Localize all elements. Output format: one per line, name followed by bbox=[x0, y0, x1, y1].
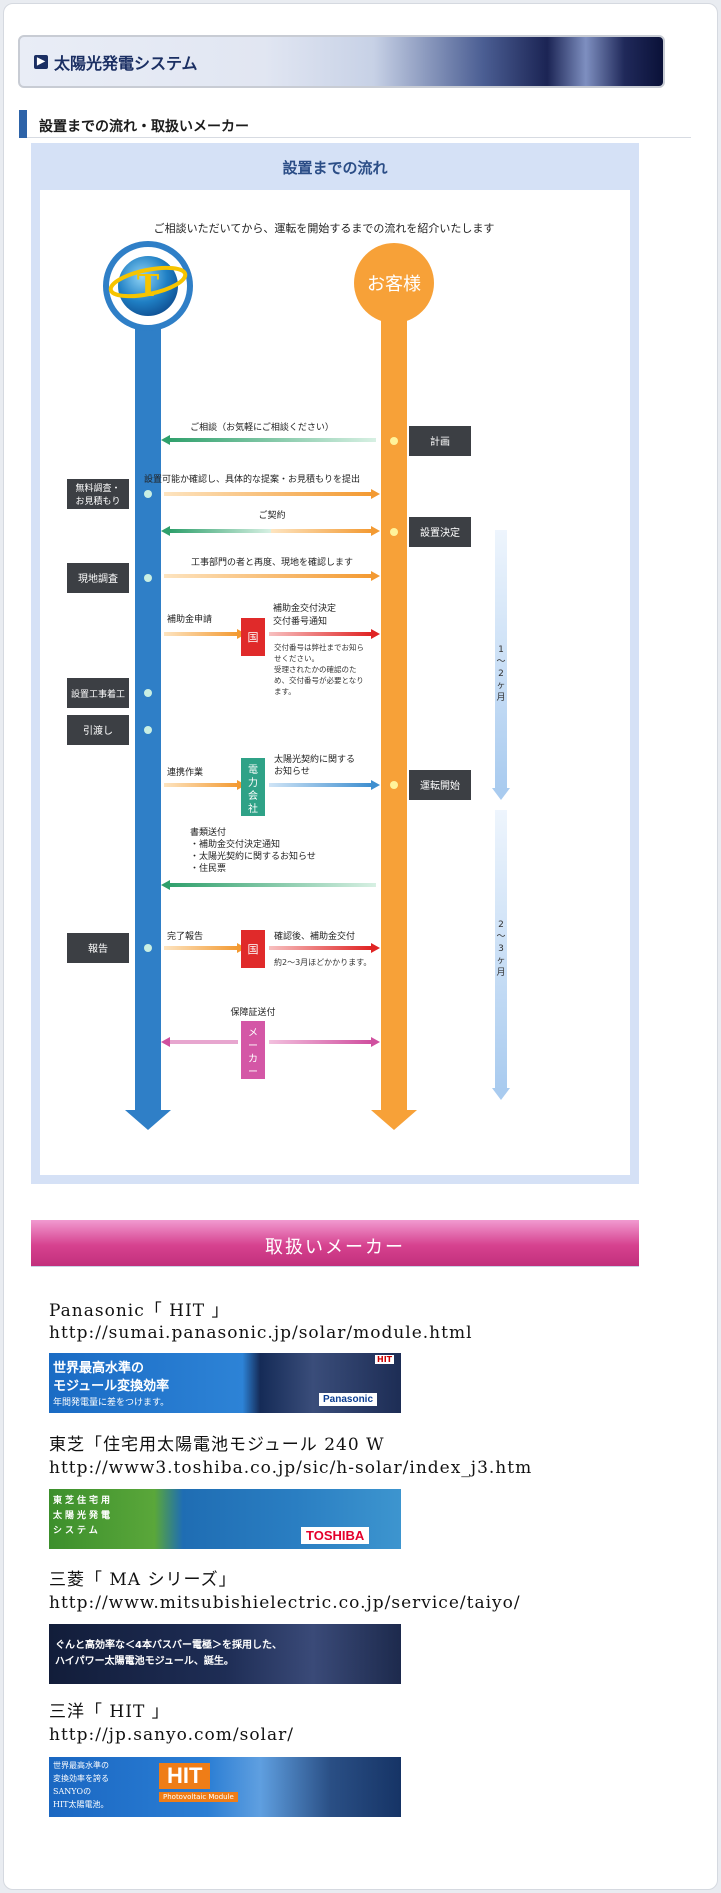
banner-panasonic[interactable]: 世界最高水準の モジュール変換効率 年間発電量に差をつけます。 Panasoni… bbox=[49, 1353, 401, 1413]
svg-text:月: 月 bbox=[496, 692, 505, 703]
svg-text:報告: 報告 bbox=[88, 942, 108, 955]
svg-text:運転開始: 運転開始 bbox=[420, 779, 460, 792]
svg-text:1: 1 bbox=[498, 645, 504, 655]
svg-text:国: 国 bbox=[248, 631, 259, 644]
banner-toshiba[interactable]: 東芝住宅用 太陽光発電 システム TOSHIBA bbox=[49, 1489, 401, 1549]
maker-name-mitsubishi: 三菱「 MA シリーズ」 bbox=[49, 1570, 237, 1590]
section-title: 設置までの流れ・取扱いメーカー bbox=[39, 119, 249, 135]
maker-link-panasonic[interactable]: http://sumai.panasonic.jp/solar/module.h… bbox=[49, 1323, 473, 1343]
svg-text:工事部門の者と再度、現地を確認します: 工事部門の者と再度、現地を確認します bbox=[191, 556, 353, 568]
svg-text:ご契約: ご契約 bbox=[258, 509, 285, 521]
customer-timeline bbox=[381, 290, 407, 1115]
svg-text:現地調査: 現地調査 bbox=[78, 572, 118, 585]
svg-text:お見積もり: お見積もり bbox=[75, 495, 120, 507]
customer-circle bbox=[354, 243, 434, 323]
svg-text:ー: ー bbox=[248, 1041, 258, 1052]
svg-text:・住民票: ・住民票 bbox=[190, 862, 226, 874]
svg-text:メ: メ bbox=[248, 1028, 258, 1039]
svg-text:カ: カ bbox=[248, 1053, 258, 1065]
svg-text:書類送付: 書類送付 bbox=[190, 826, 226, 838]
svg-text:電: 電 bbox=[248, 764, 258, 776]
flow-intro: ご相談いただいてから、運転を開始するまでの流れを紹介いたします bbox=[154, 221, 495, 235]
svg-text:設置工事着工: 設置工事着工 bbox=[71, 688, 125, 700]
svg-text:社: 社 bbox=[248, 802, 258, 815]
svg-text:連携作業: 連携作業 bbox=[167, 766, 203, 778]
maker-name-toshiba: 東芝「住宅用太陽電池モジュール 240 W bbox=[49, 1435, 385, 1455]
page-title-text: 太陽光発電システム bbox=[54, 56, 198, 73]
svg-text:無料調査・: 無料調査・ bbox=[75, 482, 120, 494]
banner-sanyo[interactable]: 世界最高水準の 変換効率を誇る SANYOの HIT太陽電池。 HIT Phot… bbox=[49, 1757, 401, 1817]
svg-text:受理されたかの確認のた: 受理されたかの確認のた bbox=[274, 664, 357, 674]
duration-indicators: 1 ～ 2 ヶ 月 2 ～ 3 ヶ 月 bbox=[492, 530, 510, 1100]
company-timeline-arrow bbox=[125, 1110, 171, 1130]
svg-text:保障証送付: 保障証送付 bbox=[230, 1006, 275, 1018]
svg-text:引渡し: 引渡し bbox=[83, 724, 113, 737]
maker-header-title: 取扱いメーカー bbox=[265, 1237, 405, 1258]
svg-text:ご相談（お気軽にご相談ください）: ご相談（お気軽にご相談ください） bbox=[190, 421, 334, 433]
svg-text:ー: ー bbox=[248, 1067, 258, 1078]
company-timeline bbox=[135, 290, 161, 1115]
svg-text:補助金申請: 補助金申請 bbox=[167, 613, 212, 625]
flow-diagram: ご相談いただいてから、運転を開始するまでの流れを紹介いたします T お客様 bbox=[40, 190, 630, 1175]
svg-text:約2～3月ほどかかります。: 約2～3月ほどかかります。 bbox=[274, 957, 371, 967]
svg-text:補助金交付決定: 補助金交付決定 bbox=[273, 602, 336, 614]
maker-link-sanyo[interactable]: http://jp.sanyo.com/solar/ bbox=[49, 1725, 294, 1745]
svg-text:太陽光契約に関する: 太陽光契約に関する bbox=[274, 753, 355, 765]
logo-letter: T bbox=[137, 269, 160, 304]
svg-text:ます。: ます。 bbox=[274, 687, 296, 696]
svg-text:お知らせ: お知らせ bbox=[274, 765, 310, 777]
svg-text:会: 会 bbox=[248, 789, 258, 802]
svg-text:計画: 計画 bbox=[430, 435, 450, 448]
section-accent-bar bbox=[19, 110, 27, 138]
svg-text:2: 2 bbox=[498, 920, 504, 930]
svg-text:力: 力 bbox=[248, 776, 258, 789]
maker-link-toshiba[interactable]: http://www3.toshiba.co.jp/sic/h-solar/in… bbox=[49, 1458, 533, 1478]
page-title: ▶ 太陽光発電システム bbox=[34, 50, 198, 74]
svg-text:月: 月 bbox=[496, 967, 505, 978]
svg-text:設置可能か確認し、具体的な提案・お見積もりを提出: 設置可能か確認し、具体的な提案・お見積もりを提出 bbox=[144, 473, 360, 485]
svg-text:ヶ: ヶ bbox=[496, 681, 505, 691]
maker-name-panasonic: Panasonic「 HIT 」 bbox=[49, 1301, 230, 1321]
maker-name-sanyo: 三洋「 HIT 」 bbox=[49, 1702, 170, 1722]
maker-header: 取扱いメーカー bbox=[31, 1220, 639, 1267]
banner-mitsubishi[interactable]: ぐんと高効率な＜4本バスバー電極＞を採用した、 ハイパワー太陽電池モジュール、誕… bbox=[49, 1624, 401, 1684]
header-banner: ▶ 太陽光発電システム bbox=[18, 35, 665, 88]
flow-panel: 設置までの流れ ご相談いただいてから、運転を開始するまでの流れを紹介いたします bbox=[31, 143, 639, 1184]
flow-svg: ご相談いただいてから、運転を開始するまでの流れを紹介いたします T お客様 bbox=[67, 221, 510, 1130]
customer-label: お客様 bbox=[367, 274, 421, 295]
svg-text:2: 2 bbox=[498, 669, 504, 679]
globe-icon bbox=[118, 256, 178, 316]
svg-text:3: 3 bbox=[498, 944, 504, 954]
arrow-right-icon: ▶ bbox=[34, 55, 48, 69]
svg-text:め、交付番号が必要となり: め、交付番号が必要となり bbox=[274, 675, 364, 685]
svg-text:・太陽光契約に関するお知らせ: ・太陽光契約に関するお知らせ bbox=[190, 850, 316, 862]
right-steps: 計画 設置決定 運転開始 bbox=[409, 426, 471, 800]
left-steps: 無料調査・ お見積もり 現地調査 設置工事着工 引渡し 報告 bbox=[67, 479, 129, 963]
svg-text:ヶ: ヶ bbox=[496, 956, 505, 966]
timeline-dots bbox=[144, 437, 398, 952]
svg-text:・補助金交付決定通知: ・補助金交付決定通知 bbox=[190, 838, 280, 850]
svg-text:～: ～ bbox=[496, 932, 505, 942]
svg-text:交付番号通知: 交付番号通知 bbox=[273, 615, 327, 627]
svg-text:国: 国 bbox=[248, 943, 259, 956]
svg-text:完了報告: 完了報告 bbox=[167, 930, 203, 942]
svg-text:せください。: せください。 bbox=[274, 654, 319, 663]
svg-text:設置決定: 設置決定 bbox=[420, 526, 460, 539]
svg-text:～: ～ bbox=[496, 657, 505, 667]
ring-icon bbox=[108, 265, 188, 299]
flow-title: 設置までの流れ bbox=[282, 159, 388, 177]
maker-link-mitsubishi[interactable]: http://www.mitsubishielectric.co.jp/serv… bbox=[49, 1593, 521, 1613]
section-heading: 設置までの流れ・取扱いメーカー bbox=[19, 110, 691, 138]
customer-timeline-arrow bbox=[371, 1110, 417, 1130]
svg-text:確認後、補助金交付: 確認後、補助金交付 bbox=[274, 930, 355, 942]
svg-text:交付番号は弊社までお知ら: 交付番号は弊社までお知ら bbox=[274, 642, 364, 652]
flow-arrows: ご相談（お気軽にご相談ください） 設置可能か確認し、具体的な提案・お見積もりを提… bbox=[144, 421, 380, 1079]
